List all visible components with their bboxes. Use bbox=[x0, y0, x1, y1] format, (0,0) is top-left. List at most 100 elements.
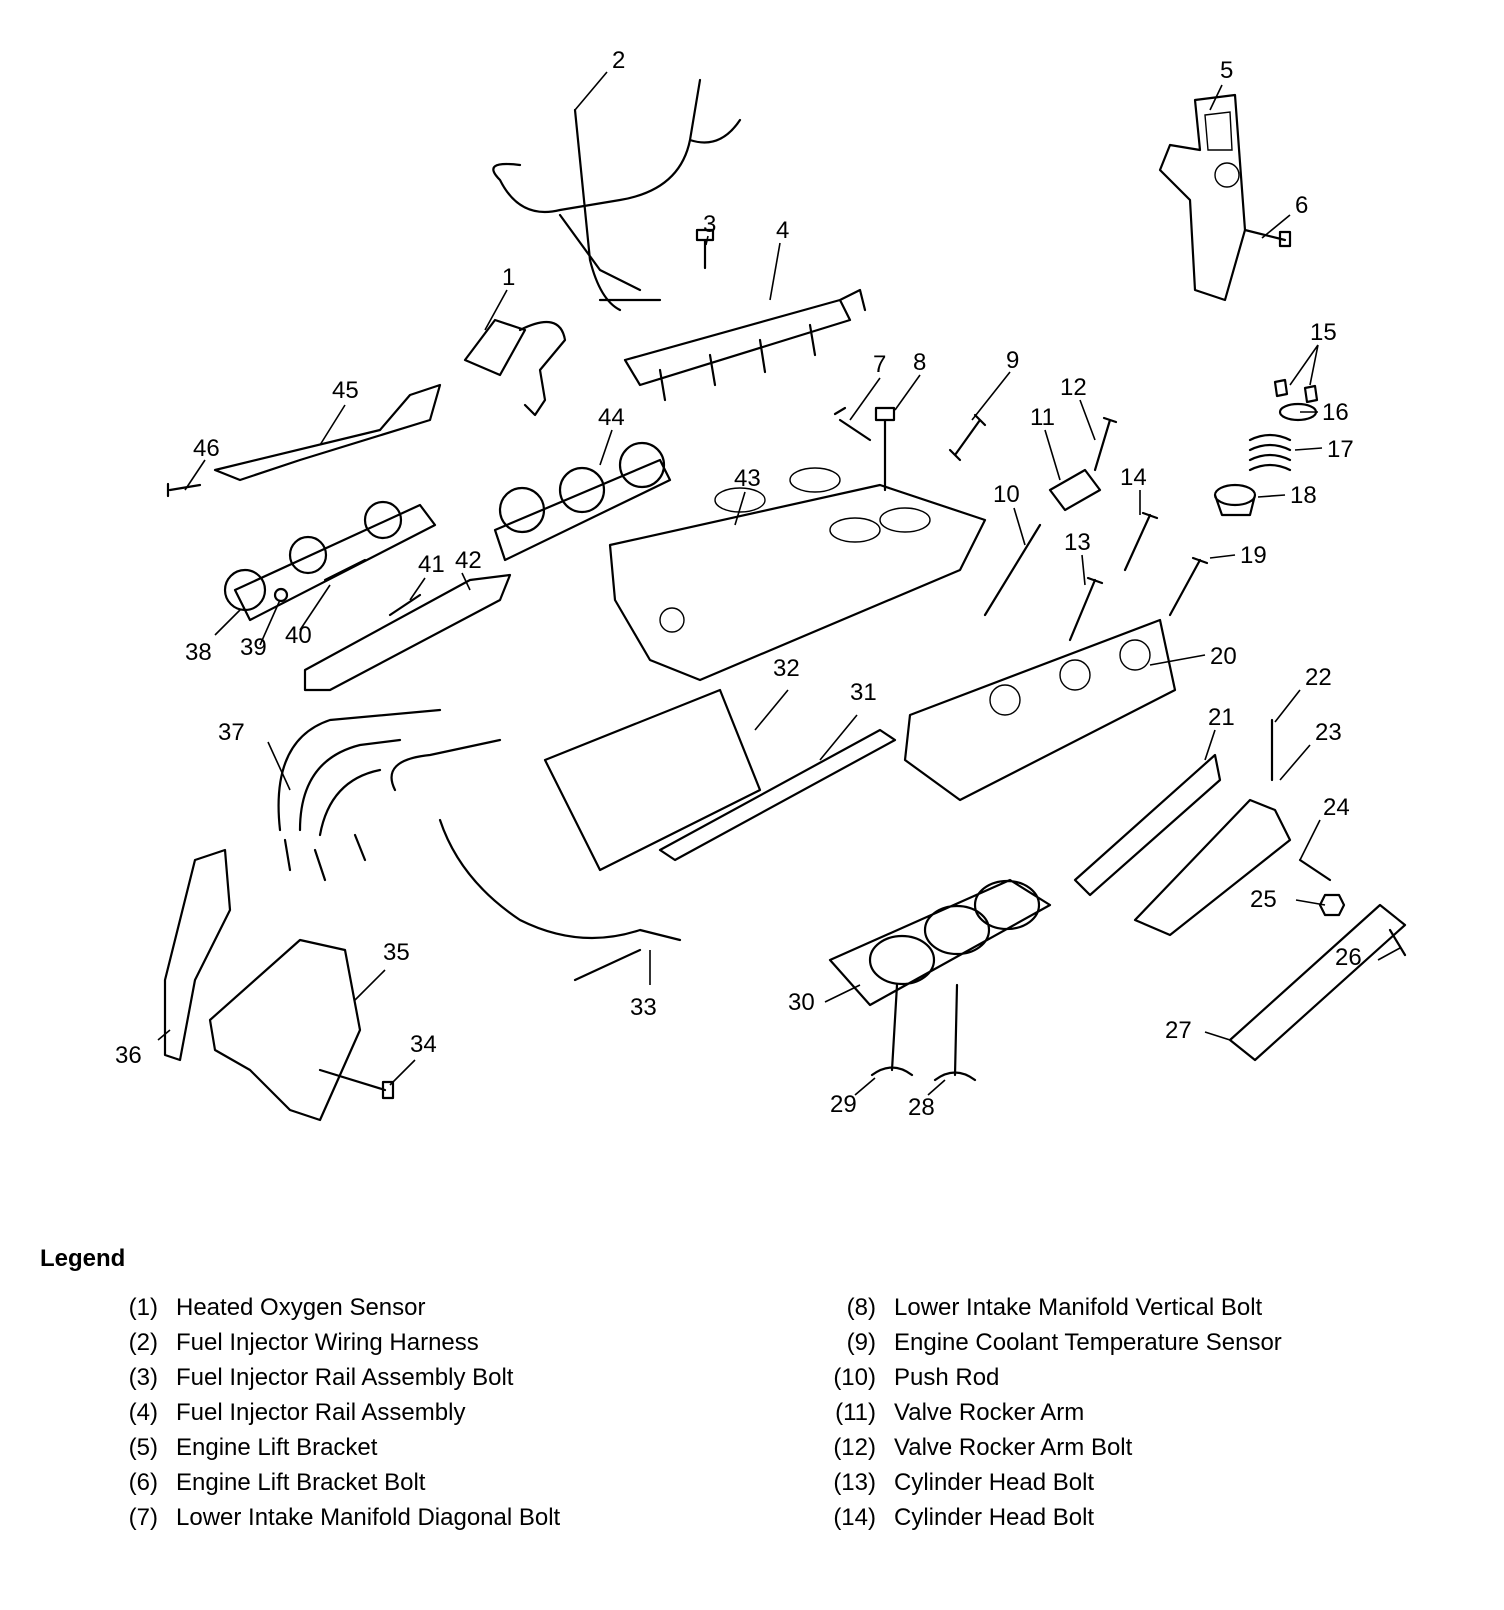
bracket-36 bbox=[163, 848, 232, 1062]
callout-21: 21 bbox=[1208, 704, 1235, 731]
legend-number: (7) bbox=[128, 1504, 158, 1531]
legend-item: (2) Fuel Injector Wiring Harness bbox=[100, 1325, 560, 1360]
callout-31: 31 bbox=[850, 679, 877, 706]
callout-43: 43 bbox=[734, 465, 761, 492]
callout-6: 6 bbox=[1295, 192, 1308, 219]
callout-4: 4 bbox=[776, 217, 789, 244]
callout-7: 7 bbox=[873, 351, 886, 378]
intake-manifold-43 bbox=[608, 483, 987, 682]
manifold-stud-39 bbox=[273, 587, 289, 603]
leader-lines bbox=[157, 71, 1401, 1096]
callout-36: 36 bbox=[115, 1042, 142, 1069]
callout-8: 8 bbox=[913, 349, 926, 376]
callout-19: 19 bbox=[1240, 542, 1267, 569]
legend-text: Fuel Injector Rail Assembly Bolt bbox=[176, 1364, 514, 1391]
callout-26: 26 bbox=[1335, 944, 1362, 971]
legend-number: (6) bbox=[128, 1469, 158, 1496]
valve-29 bbox=[870, 983, 914, 1077]
legend-text: Engine Lift Bracket bbox=[176, 1434, 378, 1461]
exhaust-heat-shield-45 bbox=[213, 383, 442, 482]
bolt-34 bbox=[318, 1068, 395, 1100]
legend-number: (3) bbox=[128, 1364, 158, 1391]
callout-44: 44 bbox=[598, 404, 625, 431]
valve-rocker-arm-bolt bbox=[1093, 416, 1118, 472]
callout-39: 39 bbox=[240, 634, 267, 661]
callout-14: 14 bbox=[1120, 464, 1147, 491]
valve-spring-17 bbox=[1248, 433, 1292, 472]
push-rod bbox=[983, 523, 1042, 617]
legend-item: (12)Valve Rocker Arm Bolt bbox=[818, 1430, 1282, 1465]
callout-46: 46 bbox=[193, 435, 220, 462]
callout-16: 16 bbox=[1322, 399, 1349, 426]
manifold-stud-41 bbox=[388, 593, 422, 617]
legend-text: Fuel Injector Wiring Harness bbox=[176, 1329, 479, 1356]
cylinder-head-bolt-13 bbox=[1068, 576, 1104, 642]
legend-item: (10)Push Rod bbox=[818, 1360, 1282, 1395]
callout-38: 38 bbox=[185, 639, 212, 666]
callout-13: 13 bbox=[1064, 529, 1091, 556]
gasket-21 bbox=[1073, 753, 1222, 897]
callout-29: 29 bbox=[830, 1091, 857, 1118]
exhaust-manifold-44 bbox=[493, 441, 672, 562]
legend-number: (10) bbox=[833, 1364, 876, 1391]
callout-40: 40 bbox=[285, 622, 312, 649]
legend-text: Valve Rocker Arm bbox=[894, 1399, 1085, 1426]
callout-15: 15 bbox=[1310, 319, 1337, 346]
legend-item: (9)Engine Coolant Temperature Sensor bbox=[818, 1325, 1282, 1360]
callout-11: 11 bbox=[1030, 404, 1055, 431]
callout-20: 20 bbox=[1210, 643, 1237, 670]
legend-item: (5)Engine Lift Bracket bbox=[100, 1430, 560, 1465]
callout-3: 3 bbox=[703, 211, 716, 238]
legend-number: (14) bbox=[833, 1504, 876, 1531]
legend-text: Heated Oxygen Sensor bbox=[176, 1294, 426, 1321]
callout-23: 23 bbox=[1315, 719, 1342, 746]
heated-oxygen-sensor bbox=[463, 318, 567, 417]
callout-17: 17 bbox=[1327, 436, 1354, 463]
legend-item: (1) Heated Oxygen Sensor bbox=[100, 1290, 560, 1325]
callout-35: 35 bbox=[383, 939, 410, 966]
legend-item: (11)Valve Rocker Arm bbox=[818, 1395, 1282, 1430]
legend-number: (2) bbox=[128, 1329, 158, 1356]
legend-item: (6)Engine Lift Bracket Bolt bbox=[100, 1465, 560, 1500]
callout-32: 32 bbox=[773, 655, 800, 682]
valve-keepers-15 bbox=[1273, 378, 1319, 404]
legend-number: (12) bbox=[833, 1434, 876, 1461]
lower-intake-vertical-bolt bbox=[874, 406, 896, 492]
cylinder-head-20 bbox=[903, 618, 1177, 802]
cylinder-head-bolt-19 bbox=[1168, 556, 1209, 617]
legend-item: (4)Fuel Injector Rail Assembly bbox=[100, 1395, 560, 1430]
legend-number: (8) bbox=[846, 1294, 876, 1321]
fuel-injector-rail-assembly bbox=[623, 288, 867, 402]
callout-24: 24 bbox=[1323, 794, 1350, 821]
valve-rocker-arm bbox=[1048, 468, 1102, 512]
engine-coolant-temperature-sensor bbox=[948, 413, 987, 462]
callout-2: 2 bbox=[612, 47, 625, 74]
callout-27: 27 bbox=[1165, 1017, 1192, 1044]
wiring-harness-33 bbox=[390, 738, 682, 982]
callout-34: 34 bbox=[410, 1031, 437, 1058]
legend-number: (1) bbox=[128, 1294, 158, 1321]
legend-item: (3) Fuel Injector Rail Assembly Bolt bbox=[100, 1360, 560, 1395]
camshaft-27 bbox=[1228, 903, 1407, 1062]
exploded-engine-diagram: 1 2 3 4 5 6 7 8 9 10 11 12 13 14 15 16 1… bbox=[115, 47, 1407, 1122]
callout-10: 10 bbox=[993, 481, 1020, 508]
legend-number: (13) bbox=[833, 1469, 876, 1496]
callout-42: 42 bbox=[455, 547, 482, 574]
exhaust-manifold-38 bbox=[223, 500, 437, 622]
legend-item: (13)Cylinder Head Bolt bbox=[818, 1465, 1282, 1500]
callout-22: 22 bbox=[1305, 664, 1332, 691]
valve-seal-18 bbox=[1213, 483, 1257, 517]
callout-30: 30 bbox=[788, 989, 815, 1016]
legend-text: Fuel Injector Rail Assembly bbox=[176, 1399, 466, 1426]
bolt-24 bbox=[1298, 858, 1332, 882]
legend-title: Legend bbox=[40, 1245, 126, 1272]
legend-text: Lower Intake Manifold Vertical Bolt bbox=[894, 1294, 1263, 1321]
valve-28 bbox=[933, 983, 977, 1082]
gasket-31 bbox=[658, 728, 897, 862]
callout-18: 18 bbox=[1290, 482, 1317, 509]
callout-33: 33 bbox=[630, 994, 657, 1021]
engine-lift-bracket-bolt bbox=[1243, 228, 1292, 248]
callout-9: 9 bbox=[1006, 347, 1019, 374]
legend-item: (8) Lower Intake Manifold Vertical Bolt bbox=[818, 1290, 1282, 1325]
engine-lift-bracket bbox=[1158, 93, 1247, 302]
